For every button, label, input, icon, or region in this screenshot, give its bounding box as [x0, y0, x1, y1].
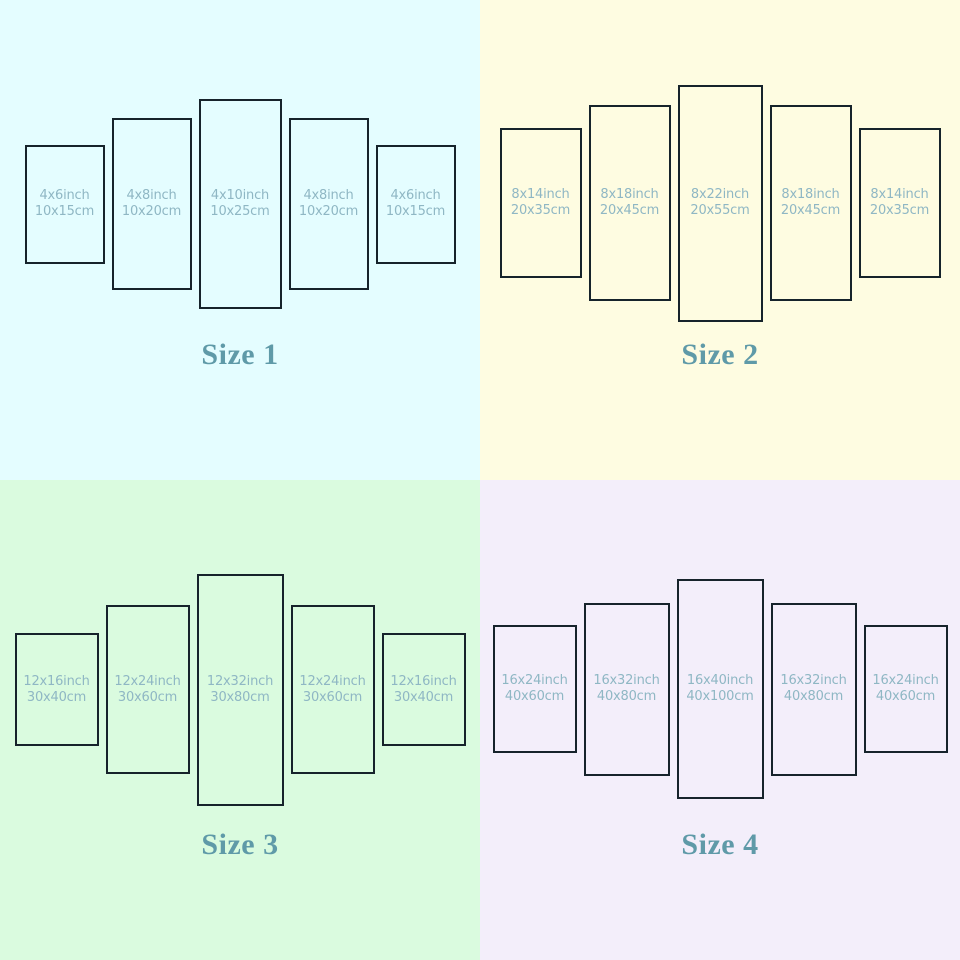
panel-size-cm-label: 30x40cm [393, 689, 454, 705]
panel-size-inch-label: 4x10inch [210, 188, 270, 204]
panel-size-cm-label: 40x60cm [875, 689, 936, 704]
panel-size-inch-label: 4x6inch [390, 188, 441, 204]
panel-size-cm-label: 10x20cm [121, 204, 182, 219]
size-title-size-4: Size 4 [681, 828, 759, 861]
panel-size-inch-label: 8x18inch [600, 187, 659, 203]
panel-size-cm-label: 10x15cm [385, 204, 446, 219]
panel-size-inch-label: 4x6inch [39, 188, 90, 204]
panel-size-cm-label: 20x35cm [510, 203, 571, 218]
panel-size-inch-label: 12x24inch [114, 673, 181, 689]
panel-size-inch-label: 8x18inch [781, 187, 840, 203]
panel-size-inch-label: 4x8inch [126, 188, 177, 204]
panel-size-cm-label: 20x45cm [599, 203, 660, 218]
panel-size-cm-label: 20x35cm [869, 203, 930, 218]
panel-size-inch-label: 8x14inch [511, 187, 570, 203]
size-title-size-1: Size 1 [201, 338, 279, 371]
panel-size-cm-label: 30x60cm [117, 689, 178, 705]
size-title-size-3: Size 3 [201, 828, 279, 861]
panel-size-inch-label: 16x32inch [593, 673, 660, 689]
panel-size-inch-label: 8x14inch [870, 187, 929, 203]
panel-size-cm-label: 30x60cm [302, 689, 363, 705]
panel-size-inch-label: 16x32inch [780, 673, 847, 689]
panel-size-cm-label: 30x40cm [26, 689, 87, 705]
panel-size-cm-label: 40x80cm [783, 689, 844, 704]
panel-size-cm-label: 40x80cm [596, 689, 657, 704]
panel-size-cm-label: 20x45cm [780, 203, 841, 218]
panel-size-cm-label: 10x25cm [210, 204, 270, 219]
panel-size-inch-label: 16x40inch [686, 673, 754, 689]
panel-size-cm-label: 30x80cm [210, 689, 270, 705]
panel-size-cm-label: 20x55cm [690, 203, 750, 218]
panel-size-inch-label: 4x8inch [303, 188, 354, 204]
panel-size-inch-label: 8x22inch [690, 187, 750, 203]
panel-size-inch-label: 12x32inch [206, 673, 274, 689]
panel-size-inch-label: 16x24inch [501, 673, 568, 689]
panel-size-cm-label: 40x100cm [686, 689, 754, 704]
panel-size-cm-label: 40x60cm [504, 689, 565, 704]
panel-size-inch-label: 12x16inch [23, 673, 90, 689]
size-title-size-2: Size 2 [681, 338, 759, 371]
panel-size-inch-label: 12x16inch [390, 673, 457, 689]
panel-size-inch-label: 16x24inch [872, 673, 939, 689]
panel-size-cm-label: 10x20cm [298, 204, 359, 219]
panel-size-cm-label: 10x15cm [34, 204, 95, 219]
panel-size-inch-label: 12x24inch [299, 673, 366, 689]
